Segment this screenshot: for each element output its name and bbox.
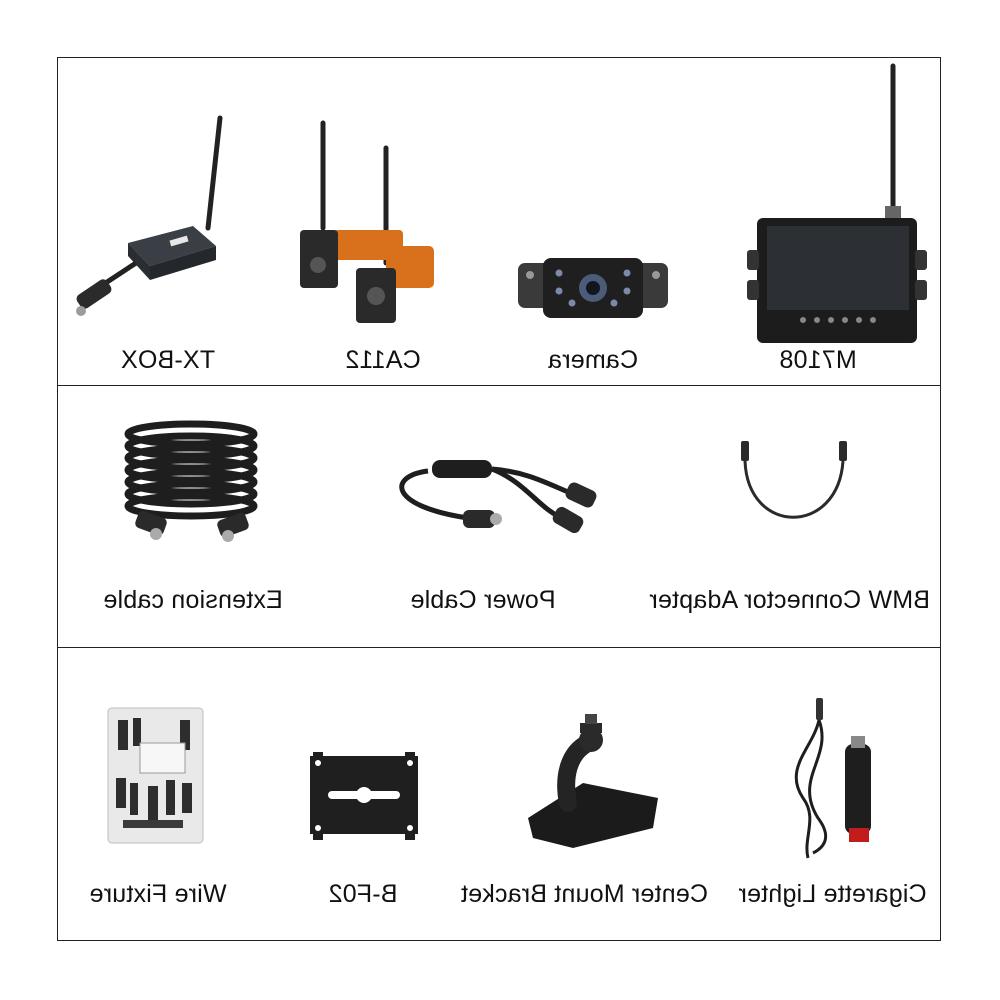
monitor-icon — [747, 63, 927, 343]
adapter-cable-icon — [741, 441, 847, 519]
extension-cable-item: Extension cable — [58, 386, 348, 648]
wire-fixture-item: Wire Fixture — [58, 648, 258, 939]
center-mount-bracket-item: Center Mount Bracket — [460, 648, 723, 939]
center-mount-bracket-label: Center Mount Bracket — [460, 880, 708, 908]
camera-label: Camera — [547, 346, 639, 374]
suction-mount-icon — [528, 714, 658, 848]
row-1: TX-BOX CA112 — [58, 58, 940, 386]
bmw-connector-adapter-item: BMW Connector Adapter — [638, 386, 942, 648]
cigarette-lighter-item: Cigarette Lighter — [723, 648, 942, 939]
product-grid: TX-BOX CA112 — [57, 57, 941, 941]
camera-item: Camera — [493, 58, 693, 386]
row-2: Extension cable Power Cable B — [58, 386, 940, 648]
tx-box-item: TX-BOX — [58, 58, 278, 386]
bmw-connector-adapter-label: BMW Connector Adapter — [649, 586, 930, 614]
tx-box-label: TX-BOX — [120, 346, 216, 374]
extension-cable-label: Extension cable — [103, 586, 283, 614]
power-cable-label: Power Cable — [410, 586, 556, 614]
mounting-bracket-icon — [310, 752, 418, 840]
cigarette-lighter-label: Cigarette Lighter — [738, 880, 927, 908]
tx-box-transmitter-icon — [76, 115, 223, 316]
b-f02-label: B-F02 — [328, 880, 398, 908]
split-power-cable-icon — [399, 460, 597, 534]
ca112-label: CA112 — [345, 346, 421, 374]
b-f02-item: B-F02 — [258, 648, 463, 939]
ca112-item: CA112 — [278, 58, 493, 386]
power-cable-item: Power Cable — [348, 386, 638, 648]
coiled-cable-icon — [124, 420, 258, 542]
m7108-item: M7108 — [693, 58, 942, 386]
m7108-label: M7108 — [779, 346, 857, 374]
wire-fixture-label: Wire Fixture — [89, 880, 227, 908]
cigarette-lighter-plug-icon — [794, 698, 871, 859]
ca112-camera-pair-icon — [300, 120, 434, 323]
row-3: Wire Fixture B-F02 — [58, 648, 940, 939]
wire-fixture-bag-icon — [107, 707, 204, 844]
license-plate-camera-icon — [518, 258, 668, 318]
